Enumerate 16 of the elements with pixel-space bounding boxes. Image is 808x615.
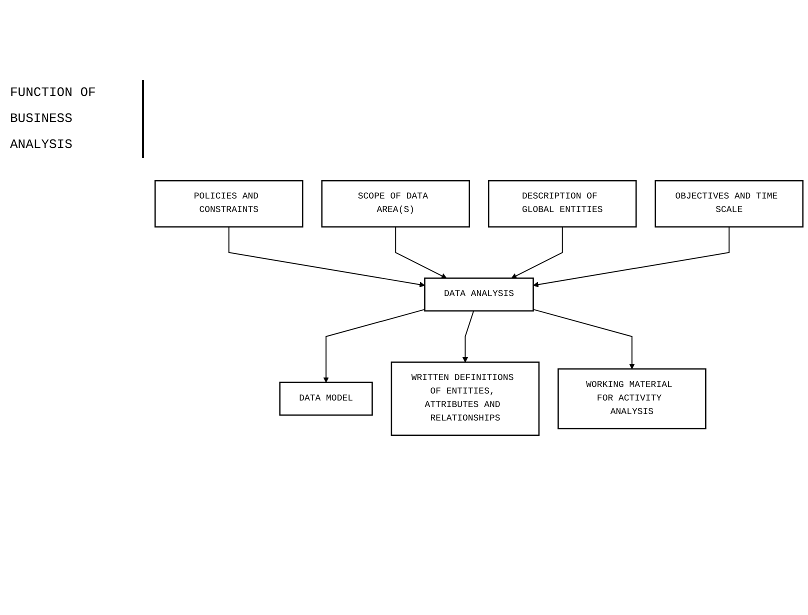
node-box: DESCRIPTION OF GLOBAL ENTITIES — [488, 180, 637, 228]
arrow — [395, 226, 447, 278]
node-box: SCOPE OF DATA AREA(S) — [321, 180, 470, 228]
node-box: POLICIES AND CONSTRAINTS — [154, 180, 304, 228]
arrow — [532, 308, 635, 369]
arrow — [462, 310, 474, 362]
node-box: DATA ANALYSIS — [424, 277, 534, 312]
node-box: WRITTEN DEFINITIONS OF ENTITIES, ATTRIBUTES AND RELATIONSHIPS — [390, 361, 540, 436]
arrow — [228, 226, 425, 287]
node-box: WORKING MATERIAL FOR ACTIVITY ANALYSIS — [558, 368, 706, 429]
bracket-label: FUNCTION OF BUSINESS ANALYSIS — [10, 80, 144, 158]
arrow — [323, 308, 426, 382]
arrow — [511, 226, 563, 278]
node-box: DATA MODEL — [279, 381, 373, 416]
node-box: OBJECTIVES AND TIME SCALE — [654, 180, 804, 228]
arrow — [533, 226, 730, 287]
